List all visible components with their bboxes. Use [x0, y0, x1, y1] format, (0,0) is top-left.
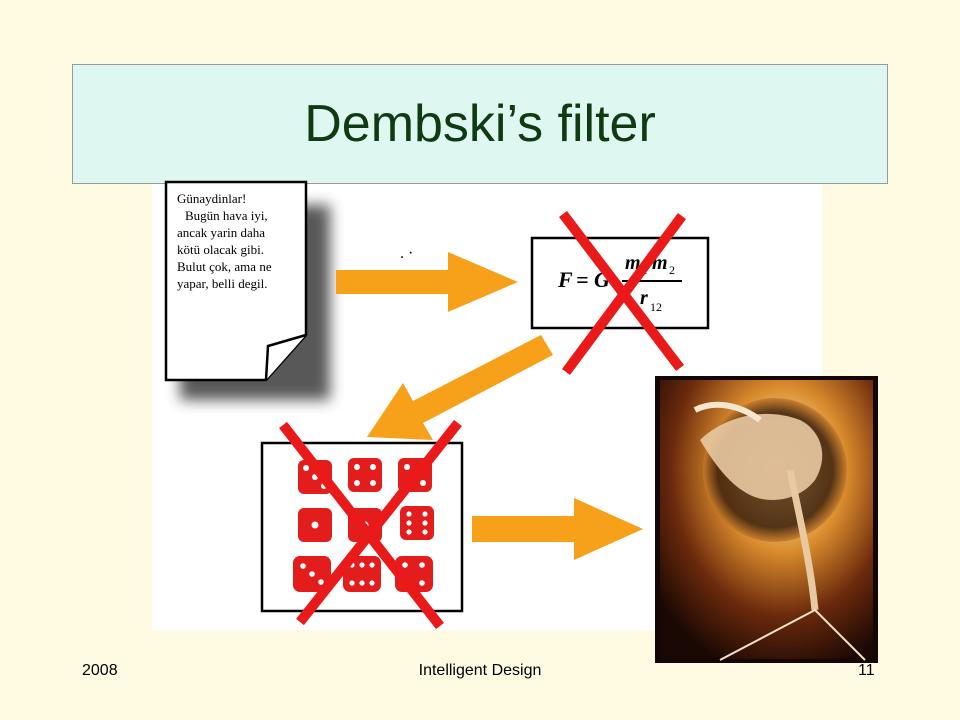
arrow-formula-to-dice: [367, 335, 553, 440]
document-line: yapar, belli degil.: [177, 276, 268, 291]
arrow-dice-to-painting: [472, 498, 643, 560]
formula-cross: [559, 210, 687, 375]
ancient-of-days-painting: [655, 376, 878, 663]
formula-m1: m: [625, 252, 641, 274]
document-line: kötü olacak gibi.: [177, 242, 265, 257]
formula-r: r: [640, 287, 648, 309]
painting-compass-leg-1: [719, 609, 816, 661]
formula-lhs: F: [557, 267, 573, 292]
formula-r-sub: 12: [650, 300, 662, 314]
footer-year: 2008: [82, 662, 118, 679]
die-2: [348, 458, 382, 492]
document-text: Günaydinlar! Bugün hava iyi, ancak yarin…: [177, 190, 317, 292]
painting-compass-leg-2: [814, 609, 866, 661]
title-box: Dembski’s filter: [72, 64, 888, 184]
slide-title: Dembski’s filter: [304, 95, 656, 153]
document-line: Günaydinlar!: [177, 191, 247, 206]
document-line: ancak yarin daha: [177, 225, 266, 240]
die-6: [400, 506, 434, 540]
painting-hair: [693, 401, 762, 423]
dice-cross: [279, 419, 462, 630]
arrow-doc-to-formula: [336, 252, 518, 312]
footer-page-number: 11: [858, 662, 875, 679]
painting-arm: [786, 469, 819, 611]
formula-box: F = G m 1 m 2 r 12: [530, 236, 710, 330]
document-page-curl: [264, 333, 307, 381]
footer-topic: Intelligent Design: [418, 662, 542, 679]
document-card: [164, 180, 330, 400]
document-line: Bulut çok, ama ne: [177, 259, 272, 274]
document-line: Bugün hava iyi,: [185, 208, 268, 223]
formula-sub2: 2: [669, 263, 675, 277]
ellipsis-mark: . ·: [400, 245, 413, 262]
